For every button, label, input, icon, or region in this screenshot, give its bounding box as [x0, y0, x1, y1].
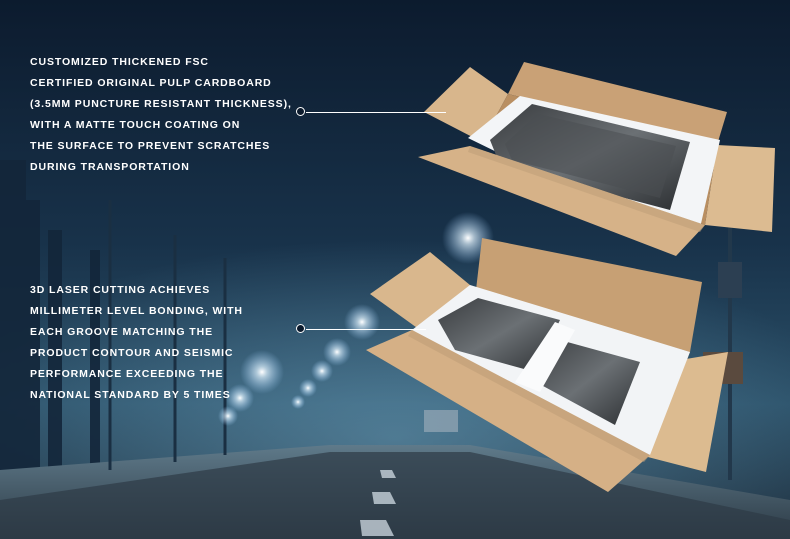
packaging-box-bottom — [366, 238, 728, 492]
caption-line: CUSTOMIZED THICKENED FSC — [30, 56, 209, 68]
caption-line: PRODUCT CONTOUR AND SEISMIC — [30, 347, 234, 359]
pointer-line-bottom — [306, 329, 426, 330]
caption-line: PERFORMANCE EXCEEDING THE — [30, 368, 224, 380]
caption-line: CERTIFIED ORIGINAL PULP CARDBOARD — [30, 77, 272, 89]
packaging-box-top — [418, 62, 775, 256]
caption-line: EACH GROOVE MATCHING THE — [30, 326, 213, 338]
pointer-dot-top — [296, 107, 305, 116]
caption-cardboard: CUSTOMIZED THICKENED FSC CERTIFIED ORIGI… — [30, 52, 310, 178]
caption-line: THE SURFACE TO PREVENT SCRATCHES — [30, 140, 271, 152]
caption-line: DURING TRANSPORTATION — [30, 161, 190, 173]
pointer-line-top — [306, 112, 446, 113]
caption-laser-cutting: 3D LASER CUTTING ACHIEVES MILLIMETER LEV… — [30, 280, 310, 406]
pointer-dot-bottom — [296, 324, 305, 333]
caption-line: NATIONAL STANDARD BY 5 TIMES — [30, 389, 231, 401]
caption-line: 3D LASER CUTTING ACHIEVES — [30, 284, 211, 296]
caption-line: MILLIMETER LEVEL BONDING, WITH — [30, 305, 243, 317]
caption-line: WITH A MATTE TOUCH COATING ON — [30, 119, 241, 131]
caption-line: (3.5MM PUNCTURE RESISTANT THICKNESS), — [30, 98, 292, 110]
